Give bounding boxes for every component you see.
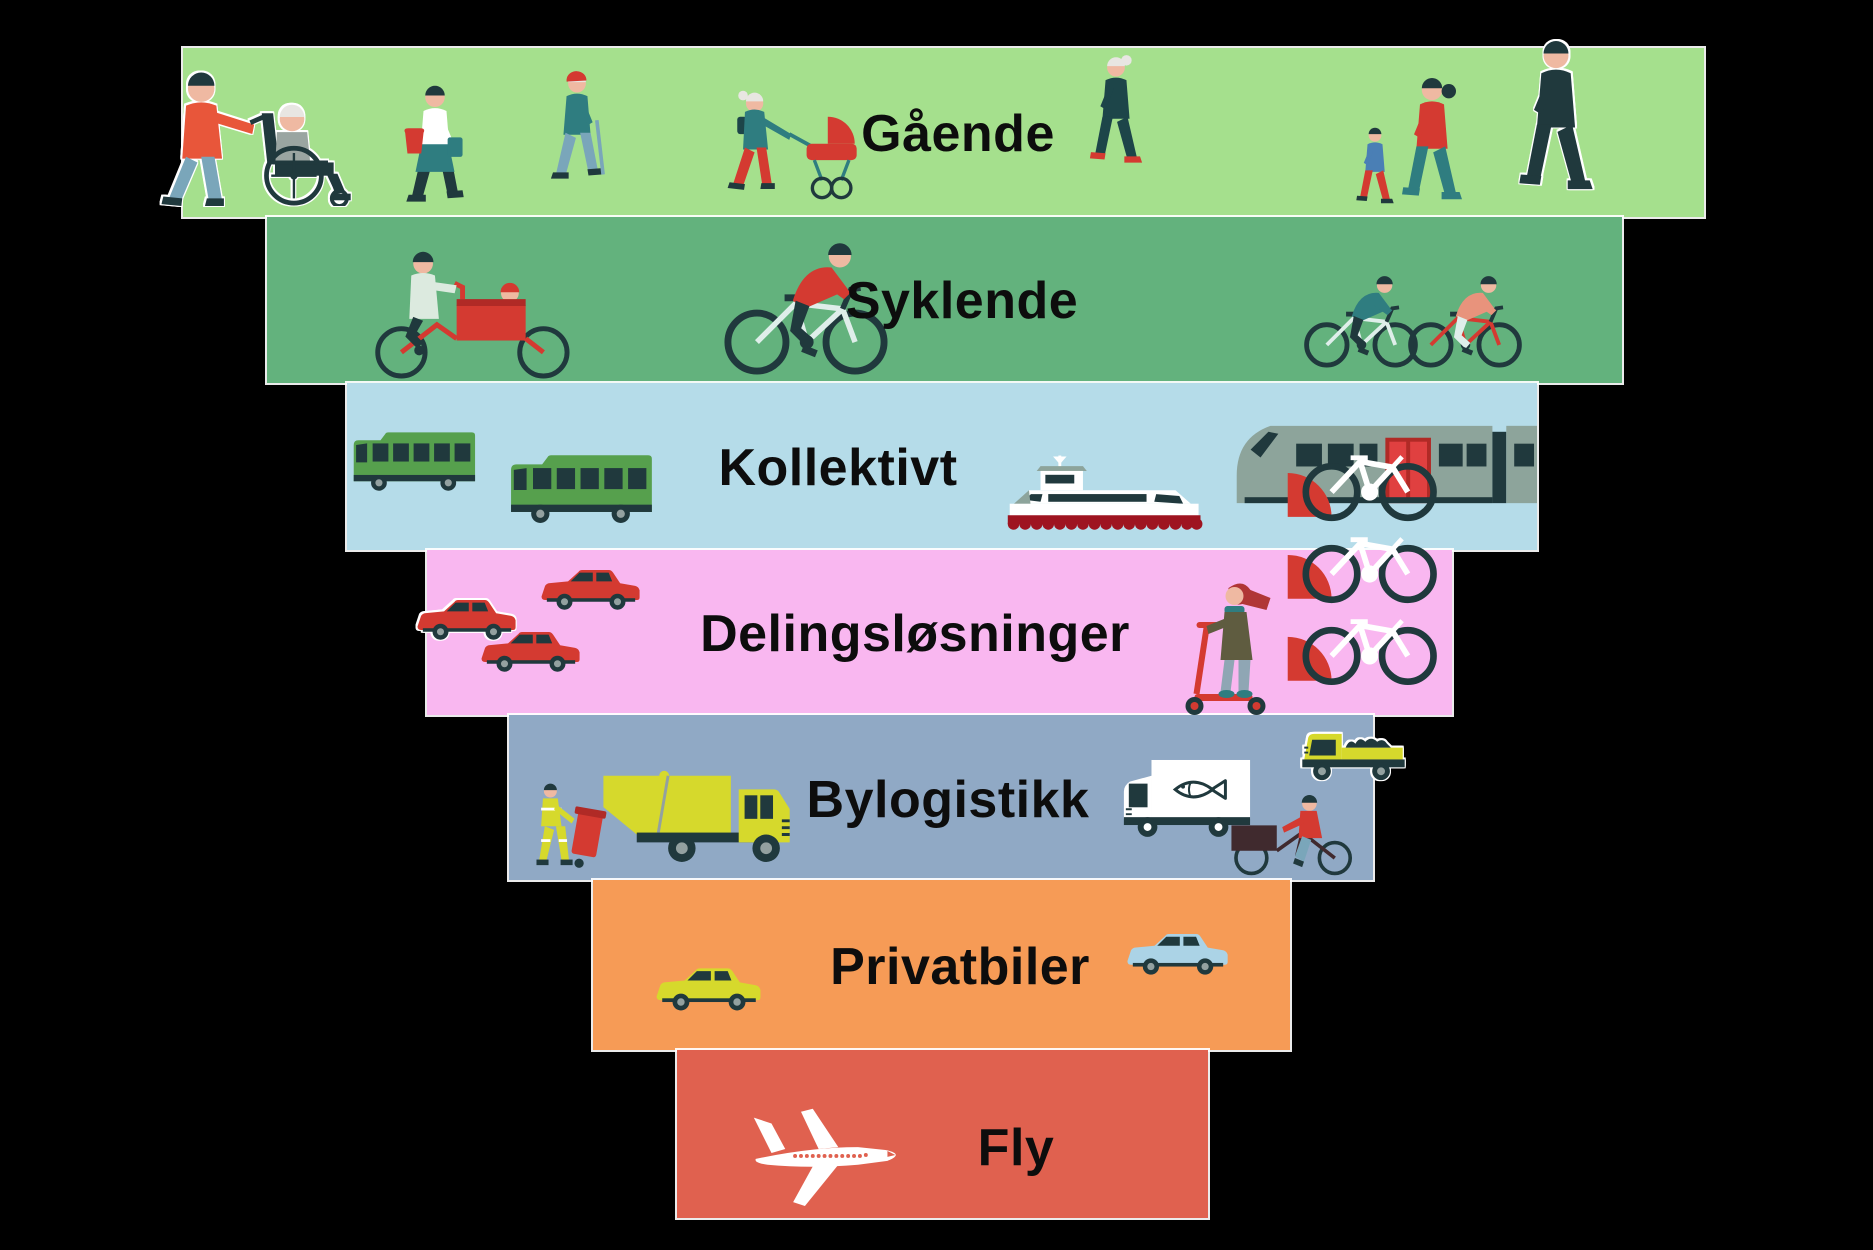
layer-label-bylogistikk: Bylogistikk (806, 771, 1090, 829)
shared-car-icon (481, 631, 580, 672)
layer-label-fly: Fly (977, 1119, 1055, 1177)
layer-label-kollektivt: Kollektivt (718, 439, 958, 497)
passenger-ferry-icon (1007, 455, 1203, 530)
elderly-woman-icon (1089, 55, 1143, 163)
city-bus-icon (511, 455, 652, 523)
layer-label-gaende: Gående (861, 105, 1055, 163)
fish-delivery-van-icon (1123, 759, 1251, 837)
layer-label-delingslosninger: Delingsløsninger (700, 605, 1130, 663)
pickup-truck-icon (1302, 733, 1405, 781)
kick-scooter-rider-icon (1185, 583, 1271, 715)
parent-pedestrian-icon (1402, 78, 1462, 200)
private-car-icon (1127, 934, 1228, 975)
layer-label-privatbiler: Privatbiler (830, 938, 1090, 996)
shared-car-icon (541, 569, 640, 610)
cargo-bike-with-child-icon (375, 251, 570, 379)
layer-label-syklende: Syklende (845, 272, 1079, 330)
garbage-truck-icon (603, 770, 790, 862)
wheelchair-pedestrian-icon (161, 72, 351, 206)
cargo-bike-courier-icon (1231, 795, 1353, 876)
cyclist-icon (1400, 264, 1530, 370)
waste-collector-icon (536, 783, 607, 868)
elderly-pedestrian-cane-icon (550, 71, 605, 179)
pedestrian-with-bags-icon (404, 85, 464, 202)
bike-share-rack-icon (1282, 450, 1444, 698)
businessman-walking-icon (1519, 41, 1593, 190)
airplane-icon (753, 1108, 896, 1207)
child-pedestrian-icon (1356, 127, 1394, 204)
city-bus-icon (353, 432, 476, 491)
private-car-icon (656, 968, 761, 1011)
pedestrian-with-stroller-icon (727, 90, 857, 200)
